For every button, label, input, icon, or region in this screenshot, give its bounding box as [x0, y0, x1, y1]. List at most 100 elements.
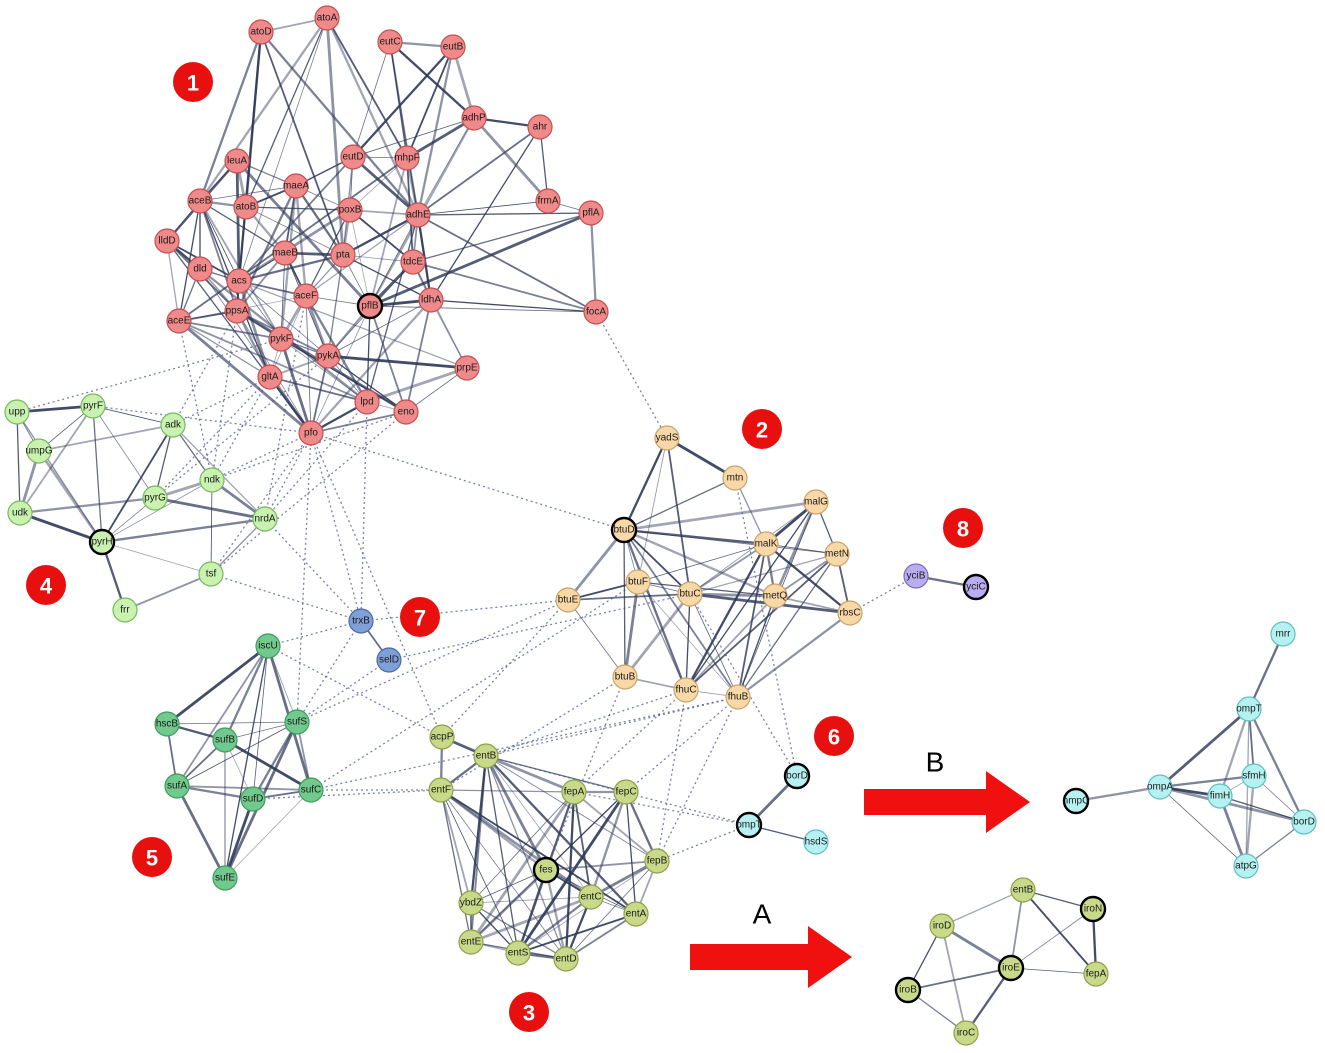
- node-pyrF[interactable]: pyrF: [80, 393, 106, 419]
- node-btuF[interactable]: btuF: [625, 569, 651, 595]
- node-circle[interactable]: [735, 811, 763, 839]
- node-fimH[interactable]: fimH: [1207, 783, 1233, 809]
- node-eutD[interactable]: eutD: [340, 144, 366, 170]
- node-adk[interactable]: adk: [160, 412, 186, 438]
- node-eutB[interactable]: eutB: [440, 34, 466, 60]
- node-circle[interactable]: [673, 677, 699, 703]
- node-mrr[interactable]: mrr: [1270, 621, 1296, 647]
- node-circle[interactable]: [613, 779, 639, 805]
- node-ndk[interactable]: ndk: [199, 467, 225, 493]
- node-circle[interactable]: [26, 438, 52, 464]
- node-ybdZ[interactable]: ybdZ: [458, 890, 484, 916]
- node-circle[interactable]: [164, 773, 190, 799]
- node-circle[interactable]: [154, 228, 180, 254]
- node-circle[interactable]: [199, 467, 225, 493]
- node-circle[interactable]: [224, 148, 250, 174]
- node-sufS[interactable]: sufS: [284, 709, 310, 735]
- node-sufA[interactable]: sufA: [164, 773, 190, 799]
- node-circle[interactable]: [1270, 621, 1296, 647]
- node-circle[interactable]: [953, 1020, 979, 1046]
- node-circle[interactable]: [356, 292, 384, 320]
- node-btuB[interactable]: btuB: [612, 664, 638, 690]
- node-acpP[interactable]: acpP: [429, 724, 455, 750]
- node-eutC[interactable]: eutC: [377, 29, 403, 55]
- node-circle[interactable]: [625, 569, 651, 595]
- node-circle[interactable]: [824, 541, 850, 567]
- node-circle[interactable]: [268, 326, 294, 352]
- node-circle[interactable]: [555, 587, 581, 613]
- node-circle[interactable]: [454, 355, 480, 381]
- node-adhP[interactable]: adhP: [461, 105, 487, 131]
- node-circle[interactable]: [1147, 774, 1173, 800]
- node-pfo[interactable]: pfo: [298, 420, 324, 446]
- node-borD[interactable]: borD: [1291, 809, 1317, 835]
- node-borD[interactable]: borD: [783, 762, 811, 790]
- node-metQ[interactable]: metQ: [762, 583, 788, 609]
- node-lldD[interactable]: lldD: [154, 228, 180, 254]
- node-circle[interactable]: [340, 144, 366, 170]
- node-ppsA[interactable]: ppsA: [224, 298, 250, 324]
- node-ldhA[interactable]: ldhA: [418, 287, 444, 313]
- node-entE[interactable]: entE: [458, 929, 484, 955]
- node-circle[interactable]: [233, 194, 259, 220]
- node-entF[interactable]: entF: [428, 777, 454, 803]
- node-pta[interactable]: pta: [330, 242, 356, 268]
- node-aceB[interactable]: aceB: [187, 188, 213, 214]
- node-frr[interactable]: frr: [112, 597, 138, 623]
- node-hsdS[interactable]: hsdS: [803, 829, 829, 855]
- node-circle[interactable]: [428, 777, 454, 803]
- node-nrdA[interactable]: nrdA: [252, 506, 278, 532]
- node-entC[interactable]: entC: [578, 884, 604, 910]
- node-fepB[interactable]: fepB: [644, 848, 670, 874]
- node-fhuC[interactable]: fhuC: [673, 677, 699, 703]
- node-fhuB[interactable]: fhuB: [725, 684, 751, 710]
- node-tsf[interactable]: tsf: [198, 561, 224, 587]
- node-circle[interactable]: [7, 500, 33, 526]
- node-maeA[interactable]: maeA: [283, 173, 309, 199]
- node-btuD[interactable]: btuD: [610, 516, 638, 544]
- node-circle[interactable]: [1010, 877, 1036, 903]
- node-circle[interactable]: [80, 393, 106, 419]
- node-metN[interactable]: metN: [824, 541, 850, 567]
- node-circle[interactable]: [725, 684, 751, 710]
- node-circle[interactable]: [803, 829, 829, 855]
- node-lpd[interactable]: lpd: [354, 389, 380, 415]
- node-circle[interactable]: [187, 256, 213, 282]
- node-aceF[interactable]: aceF: [293, 283, 319, 309]
- node-circle[interactable]: [903, 563, 929, 589]
- node-circle[interactable]: [240, 786, 266, 812]
- node-nmpC[interactable]: nmpC: [1062, 787, 1090, 815]
- node-maeB[interactable]: maeB: [272, 240, 298, 266]
- node-yadS[interactable]: yadS: [654, 425, 680, 451]
- node-circle[interactable]: [248, 19, 274, 45]
- node-circle[interactable]: [88, 528, 116, 556]
- node-circle[interactable]: [418, 287, 444, 313]
- node-yciB[interactable]: yciB: [903, 563, 929, 589]
- node-circle[interactable]: [226, 268, 252, 294]
- node-entB[interactable]: entB: [473, 743, 499, 769]
- node-circle[interactable]: [644, 848, 670, 874]
- node-circle[interactable]: [1236, 696, 1262, 722]
- node-circle[interactable]: [1241, 763, 1267, 789]
- node-udk[interactable]: udk: [7, 500, 33, 526]
- node-circle[interactable]: [405, 202, 431, 228]
- node-atoA[interactable]: atoA: [314, 5, 340, 31]
- node-circle[interactable]: [212, 727, 238, 753]
- node-sufD[interactable]: sufD: [240, 786, 266, 812]
- node-fepC[interactable]: fepC: [613, 779, 639, 805]
- node-atpG[interactable]: atpG: [1233, 853, 1259, 879]
- node-dld[interactable]: dld: [187, 256, 213, 282]
- node-fepA[interactable]: fepA: [1083, 961, 1109, 987]
- node-prpE[interactable]: prpE: [454, 355, 480, 381]
- node-circle[interactable]: [112, 597, 138, 623]
- node-circle[interactable]: [753, 531, 779, 557]
- node-circle[interactable]: [553, 946, 579, 972]
- node-circle[interactable]: [527, 114, 553, 140]
- node-circle[interactable]: [1062, 787, 1090, 815]
- node-circle[interactable]: [224, 298, 250, 324]
- node-circle[interactable]: [654, 425, 680, 451]
- node-circle[interactable]: [997, 954, 1025, 982]
- node-circle[interactable]: [837, 600, 863, 626]
- node-pykA[interactable]: pykA: [315, 343, 341, 369]
- node-circle[interactable]: [583, 299, 609, 325]
